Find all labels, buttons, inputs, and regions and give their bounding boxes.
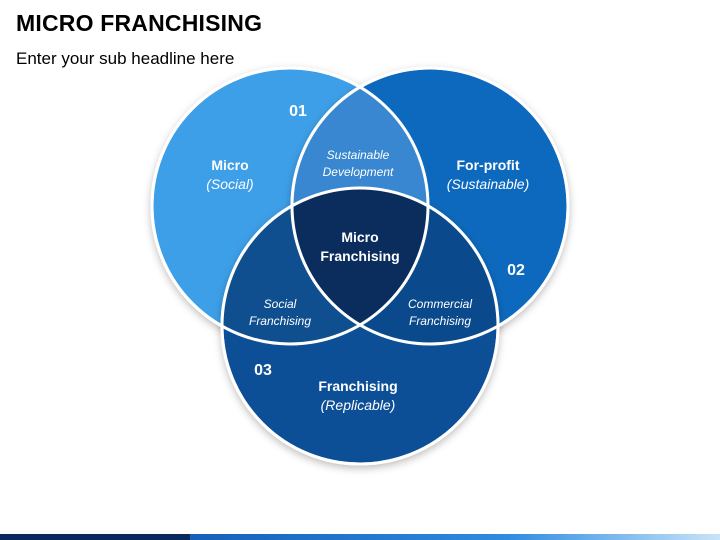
- overlap-right-line2: Franchising: [409, 314, 471, 328]
- overlap-left-line1: Social: [264, 297, 297, 311]
- overlap-right-line1: Commercial: [408, 297, 472, 311]
- circle-label-for-profit: For-profit: [457, 157, 520, 173]
- overlap-left-line2: Franchising: [249, 314, 311, 328]
- circle-sublabel-franchising: (Replicable): [321, 397, 396, 413]
- outline-franchising: [220, 186, 500, 466]
- circle-number-01: 01: [289, 103, 307, 120]
- overlap-top-line1: Sustainable: [327, 148, 390, 162]
- circle-sublabel-for-profit: (Sustainable): [447, 176, 530, 192]
- footer-accent-bar: [0, 534, 720, 540]
- footer-bar-light-segment: [190, 534, 720, 540]
- center-label-line2: Franchising: [320, 248, 399, 264]
- circle-label-franchising: Franchising: [318, 378, 397, 394]
- circle-number-02: 02: [507, 262, 525, 279]
- overlap-top-line2: Development: [323, 165, 394, 179]
- footer-bar-dark-segment: [0, 534, 190, 540]
- center-label-line1: Micro: [341, 229, 378, 245]
- page-subtitle: Enter your sub headline here: [16, 49, 235, 68]
- circle-number-03: 03: [254, 362, 272, 379]
- circle-label-micro: Micro: [211, 157, 248, 173]
- page-title: MICRO FRANCHISING: [16, 10, 263, 36]
- circle-sublabel-micro: (Social): [206, 176, 253, 192]
